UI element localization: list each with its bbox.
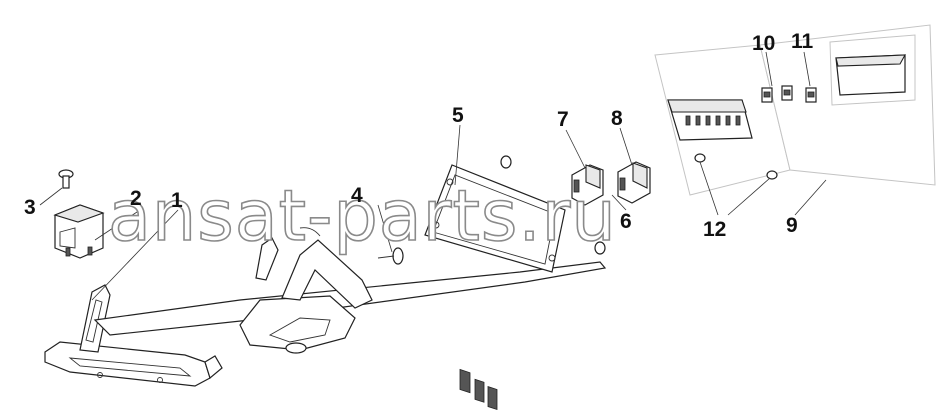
bolt-part-4: [377, 247, 404, 265]
frame-assembly: [44, 227, 607, 387]
callout-labels: 3 2 1 4 5 7 8 6 12 9 10 11: [24, 30, 814, 241]
callout-9: 9: [786, 214, 798, 237]
watermark-text: ansat-parts.ru: [108, 175, 617, 257]
callout-10: 10: [752, 32, 775, 55]
callout-5: 5: [452, 104, 464, 127]
callout-7: 7: [557, 108, 569, 131]
callout-11: 11: [791, 30, 814, 53]
callout-8: 8: [611, 107, 623, 130]
callout-6: 6: [620, 210, 632, 233]
switch-panel-part-5: [424, 155, 606, 411]
fuse-row: [685, 115, 741, 126]
callout-3: 3: [24, 196, 36, 219]
rocker-switch-part-7: [571, 164, 604, 206]
callout-12: 12: [703, 218, 726, 241]
rocker-switch-part-8: [617, 161, 651, 204]
callout-1: 1: [171, 189, 183, 212]
screw-part-3: [58, 169, 74, 189]
relay-part-11: [805, 87, 817, 103]
relay-part-10: [761, 85, 793, 103]
callout-2: 2: [130, 187, 142, 210]
relay-box-part-2: [53, 204, 105, 259]
fuse-box-part-9: [667, 54, 906, 141]
leader-lines: [39, 51, 827, 301]
callout-4: 4: [351, 184, 363, 207]
